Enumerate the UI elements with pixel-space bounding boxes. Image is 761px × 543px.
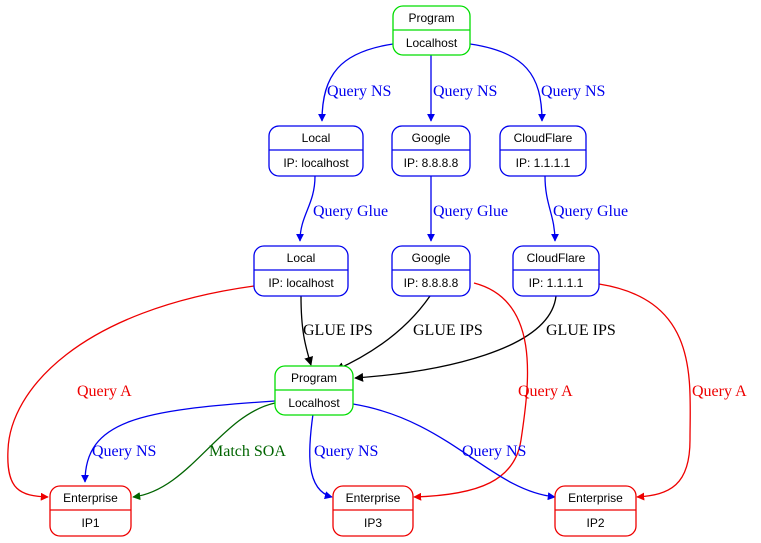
node-title: Enterprise bbox=[568, 491, 623, 505]
node-google-2[interactable]: Google IP: 8.8.8.8 bbox=[391, 245, 471, 297]
node-title: CloudFlare bbox=[514, 131, 573, 145]
edge-query-glue-cloudflare bbox=[544, 175, 559, 242]
node-google-1[interactable]: Google IP: 8.8.8.8 bbox=[391, 125, 471, 177]
node-subtitle: Localhost bbox=[406, 36, 458, 50]
node-title: Google bbox=[412, 251, 451, 265]
label-query-ns-cloudflare: Query NS bbox=[541, 83, 605, 100]
node-subtitle: IP1 bbox=[81, 516, 99, 530]
edge-glue-ips-cloudflare bbox=[354, 295, 557, 382]
node-subtitle: Localhost bbox=[288, 396, 340, 410]
node-enterprise-ip2[interactable]: Enterprise IP2 bbox=[554, 485, 637, 537]
label-query-a-google: Query A bbox=[518, 383, 573, 400]
label-glue-ips-google: GLUE IPS bbox=[413, 322, 483, 339]
edge-match-soa-ip1 bbox=[132, 402, 276, 501]
edges bbox=[7, 43, 691, 501]
node-local-1[interactable]: Local IP: localhost bbox=[268, 125, 364, 177]
nodes: Program Localhost Local IP: localhost Go… bbox=[49, 5, 637, 537]
node-subtitle: IP3 bbox=[364, 516, 382, 530]
node-program-top[interactable]: Program Localhost bbox=[392, 5, 471, 56]
node-title: Google bbox=[412, 131, 451, 145]
node-subtitle: IP: 8.8.8.8 bbox=[404, 156, 459, 170]
edge-query-ns-cloudflare bbox=[469, 43, 546, 122]
node-program-mid[interactable]: Program Localhost bbox=[274, 365, 354, 416]
label-match-soa-ip1: Match SOA bbox=[209, 443, 286, 460]
label-glue-ips-cloudflare: GLUE IPS bbox=[546, 322, 616, 339]
edge-query-a-cloudflare bbox=[598, 283, 691, 501]
edge-glue-ips-local bbox=[300, 295, 313, 366]
node-subtitle: IP2 bbox=[586, 516, 604, 530]
label-query-glue-local: Query Glue bbox=[313, 203, 388, 220]
node-subtitle: IP: 1.1.1.1 bbox=[529, 276, 584, 290]
node-subtitle: IP: 8.8.8.8 bbox=[404, 276, 459, 290]
node-subtitle: IP: 1.1.1.1 bbox=[516, 156, 571, 170]
label-query-ns-ip2: Query NS bbox=[462, 443, 526, 460]
node-title: CloudFlare bbox=[527, 251, 586, 265]
edge-glue-ips-google bbox=[335, 295, 431, 371]
node-title: Enterprise bbox=[346, 491, 401, 505]
label-query-ns-ip3: Query NS bbox=[314, 443, 378, 460]
edge-query-a-local bbox=[7, 285, 255, 501]
label-query-a-cloudflare: Query A bbox=[692, 383, 747, 400]
edge-query-a-google bbox=[413, 282, 529, 501]
label-query-a-local: Query A bbox=[77, 383, 132, 400]
node-cloudflare-1[interactable]: CloudFlare IP: 1.1.1.1 bbox=[499, 125, 587, 177]
label-query-glue-cloudflare: Query Glue bbox=[553, 203, 628, 220]
node-title: Enterprise bbox=[63, 491, 118, 505]
node-subtitle: IP: localhost bbox=[283, 156, 349, 170]
label-query-ns-local: Query NS bbox=[327, 83, 391, 100]
edge-query-ns-ip2 bbox=[352, 403, 556, 501]
edge-query-ns-ip3 bbox=[309, 413, 333, 500]
node-title: Program bbox=[291, 371, 337, 385]
node-title: Local bbox=[287, 251, 316, 265]
label-query-glue-google: Query Glue bbox=[433, 203, 508, 220]
label-glue-ips-local: GLUE IPS bbox=[303, 322, 373, 339]
node-subtitle: IP: localhost bbox=[268, 276, 334, 290]
edge-query-glue-local bbox=[296, 175, 316, 242]
edge-query-ns-ip1 bbox=[81, 400, 276, 483]
label-query-ns-ip1: Query NS bbox=[92, 443, 156, 460]
label-query-ns-google: Query NS bbox=[433, 83, 497, 100]
node-enterprise-ip1[interactable]: Enterprise IP1 bbox=[49, 485, 132, 537]
node-title: Local bbox=[302, 131, 331, 145]
node-title: Program bbox=[408, 11, 454, 25]
node-enterprise-ip3[interactable]: Enterprise IP3 bbox=[332, 485, 414, 537]
node-cloudflare-2[interactable]: CloudFlare IP: 1.1.1.1 bbox=[512, 245, 600, 297]
edge-labels: Query NS Query NS Query NS Query Glue Qu… bbox=[77, 83, 747, 460]
edge-query-ns-local bbox=[318, 43, 394, 122]
node-local-2[interactable]: Local IP: localhost bbox=[253, 245, 349, 297]
